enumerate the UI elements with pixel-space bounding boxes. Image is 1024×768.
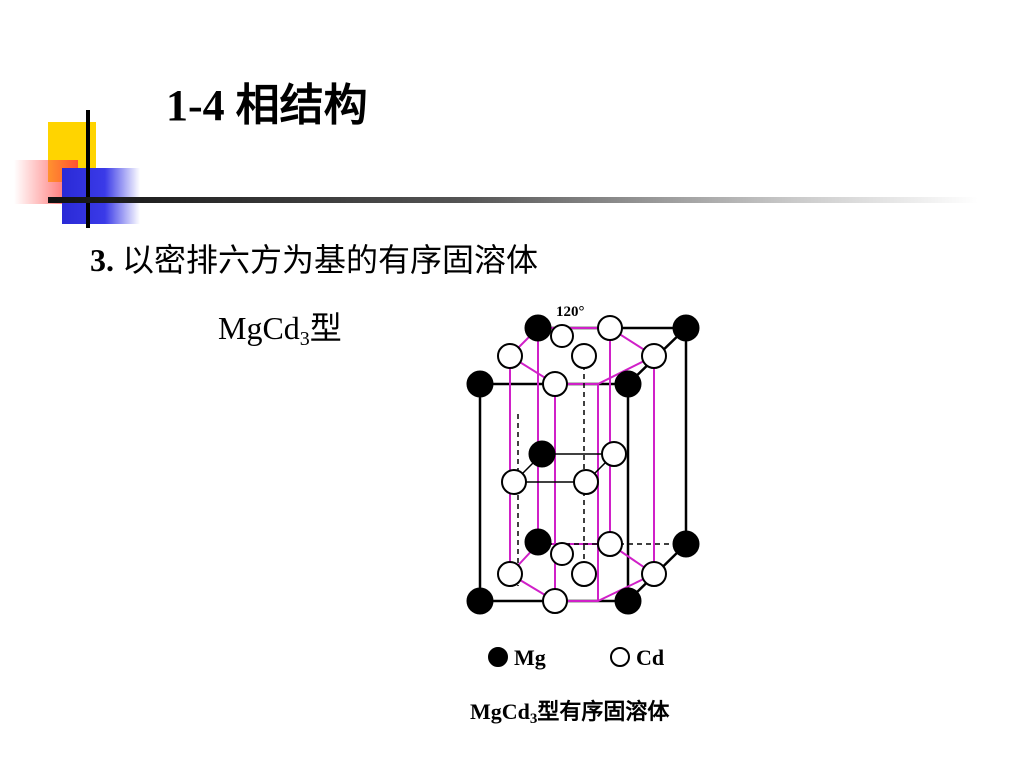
legend-mg-label: Mg <box>514 645 546 670</box>
formula-label: MgCd3型 <box>218 306 342 350</box>
decor-vertical-line <box>86 110 90 228</box>
slide-title: 1-4 相结构 <box>166 81 368 130</box>
mg-atoms <box>466 314 700 615</box>
caption-suffix: 型有序固溶体 <box>537 699 670 724</box>
decor-blue-square <box>62 168 140 224</box>
hcp-lattice-diagram: 120° <box>466 304 700 615</box>
angle-label: 120° <box>556 304 585 320</box>
section-number: 3. <box>90 242 114 278</box>
formula-suffix: 型 <box>309 310 342 346</box>
caption-subscript: 3 <box>529 711 538 727</box>
section-text: 以密排六方为基的有序固溶体 <box>122 242 539 278</box>
decor-horizontal-rule <box>48 197 978 203</box>
legend-cd: Cd <box>610 644 664 672</box>
legend-cd-label: Cd <box>636 645 665 670</box>
formula-subscript: 3 <box>299 328 310 350</box>
filled-circle-icon <box>488 647 508 667</box>
formula-base: MgCd <box>218 310 300 346</box>
caption-base: MgCd <box>470 699 530 724</box>
legend-mg: Mg <box>488 644 546 672</box>
cd-atoms <box>497 315 667 614</box>
open-circle-icon <box>610 647 630 667</box>
section-heading: 3. 以密排六方为基的有序固溶体 <box>90 238 538 282</box>
figure-caption: MgCd3型有序固溶体 <box>470 698 670 727</box>
